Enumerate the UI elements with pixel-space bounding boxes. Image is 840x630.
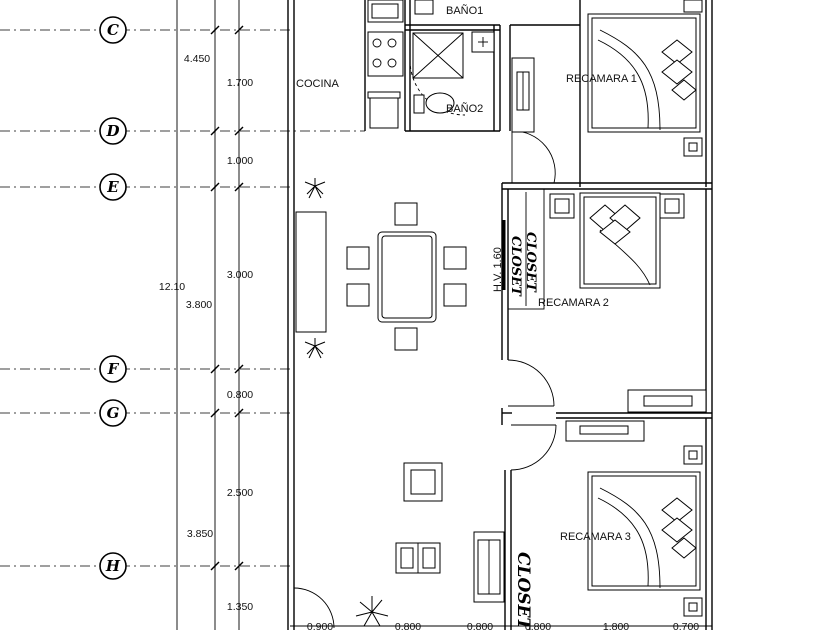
axis-letter-d: D xyxy=(105,122,119,140)
armchair-2 xyxy=(395,542,441,574)
kitchen-appliances xyxy=(367,0,404,129)
closet-partition-recamara-2 xyxy=(502,188,545,310)
dim-bottom-0800-c: 0.800 xyxy=(525,621,551,630)
dim-3850: 3.850 xyxy=(187,528,213,540)
axis-letter-c: C xyxy=(107,21,119,39)
dim-1700: 1.700 xyxy=(227,77,253,89)
axis-bubble-d: D xyxy=(99,117,127,145)
label-closet-bottom: CLOSET xyxy=(513,552,533,630)
axis-bubble-h: H xyxy=(99,552,127,580)
axis-letter-e: E xyxy=(106,178,119,196)
axis-letter-h: H xyxy=(105,557,121,575)
label-recamara-1: RECAMARA 1 xyxy=(566,73,637,85)
dim-3800: 3.800 xyxy=(186,299,212,311)
axis-bubble-e: E xyxy=(99,173,127,201)
armchair-1 xyxy=(403,462,443,502)
label-cocina: COCINA xyxy=(296,78,339,90)
dim-3000: 3.000 xyxy=(227,269,253,281)
dim-bottom-0900: 0.900 xyxy=(307,621,333,630)
wardrobe-bath xyxy=(511,57,535,133)
plant-entrance xyxy=(355,596,389,627)
dining-set xyxy=(346,202,467,351)
dim-0800: 0.800 xyxy=(227,389,253,401)
label-bano1: BAÑO1 xyxy=(446,4,483,17)
bathroom-fixtures xyxy=(412,0,495,114)
dim-1210: 12.10 xyxy=(159,281,185,293)
axis-letter-g: G xyxy=(107,404,120,422)
bed-recamara-3 xyxy=(587,445,703,617)
bed-recamara-2 xyxy=(549,192,685,289)
dim-bottom-1800: 1.800 xyxy=(603,621,629,630)
living-console xyxy=(295,178,327,359)
label-window-hv: H.V. 1.60 xyxy=(492,247,504,292)
label-recamara-3: RECAMARA 3 xyxy=(560,531,631,543)
dim-bottom-0800-b: 0.800 xyxy=(467,621,493,630)
label-closet-vertical: CLOSET xyxy=(523,232,538,293)
closet-cabinet-bottom xyxy=(473,531,505,603)
dim-bottom-0700: 0.700 xyxy=(673,621,699,630)
grid-lines xyxy=(0,29,365,567)
axis-bubble-g: G xyxy=(99,399,127,427)
bed-recamara-1 xyxy=(587,0,703,157)
dim-1000: 1.000 xyxy=(227,155,253,167)
dresser-recamara-2 xyxy=(627,389,707,413)
dimension-lines-left xyxy=(176,0,244,630)
walls xyxy=(287,0,713,630)
axis-bubble-f: F xyxy=(99,355,127,383)
label-recamara-2: RECAMARA 2 xyxy=(538,297,609,309)
axis-letter-f: F xyxy=(107,360,120,378)
dim-1350: 1.350 xyxy=(227,601,253,613)
label-closet-vertical-mirrored: CLOSET xyxy=(508,236,523,297)
axis-bubble-c: C xyxy=(99,16,127,44)
dim-4450: 4.450 xyxy=(184,53,210,65)
dim-bottom-0800-a: 0.800 xyxy=(395,621,421,630)
label-bano2: BAÑO2 xyxy=(446,102,483,115)
dim-2500: 2.500 xyxy=(227,487,253,499)
dresser-recamara-3 xyxy=(565,420,645,442)
